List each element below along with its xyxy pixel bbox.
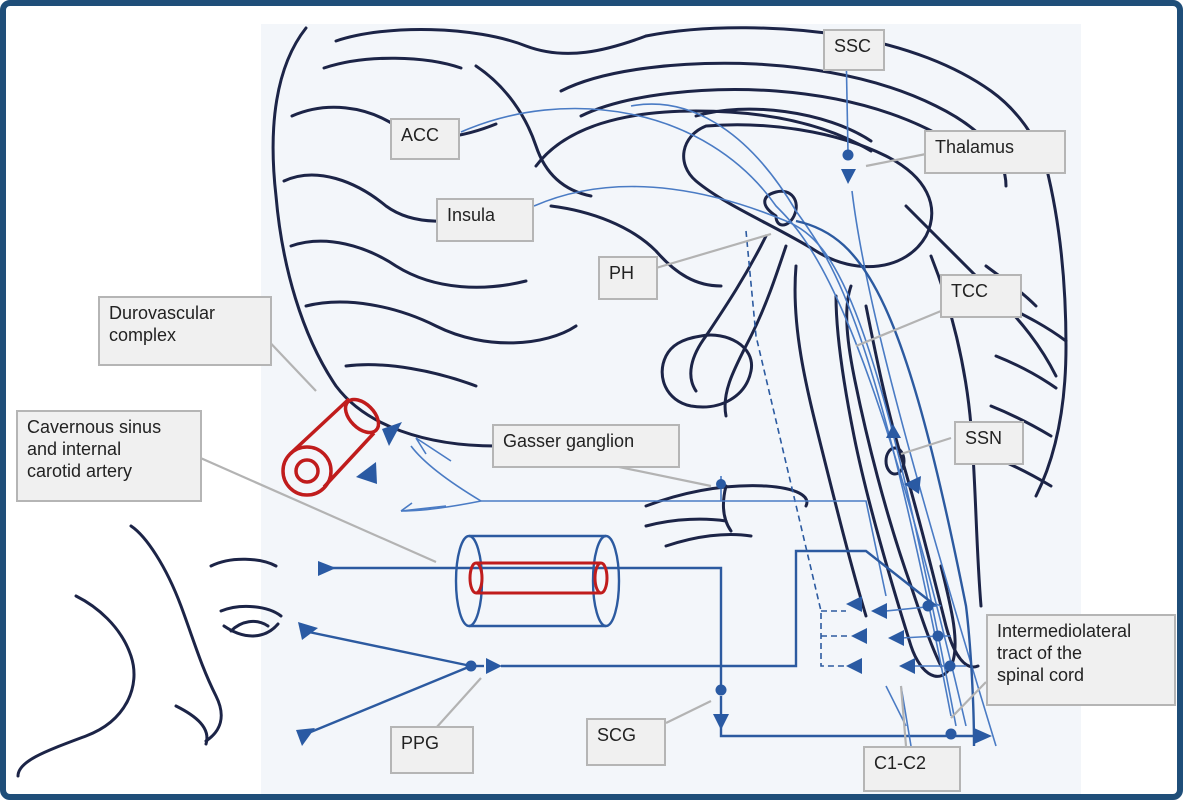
label-durovascular-line2: complex — [109, 324, 261, 346]
label-thalamus: Thalamus — [924, 130, 1066, 174]
label-durovascular-complex: Durovascular complex — [98, 296, 272, 366]
synapse-dot — [946, 729, 957, 740]
label-ssn: SSN — [954, 421, 1024, 465]
synapse-dot — [945, 661, 956, 672]
label-ph-text: PH — [609, 262, 647, 284]
label-c1-c2: C1-C2 — [863, 746, 961, 792]
synapse-dot — [716, 685, 727, 696]
label-durovascular-line1: Durovascular — [109, 302, 261, 324]
label-intermedio-line1: Intermediolateral — [997, 620, 1165, 642]
label-ssn-text: SSN — [965, 427, 1013, 449]
label-scg-text: SCG — [597, 724, 655, 746]
label-ssc-text: SSC — [834, 35, 874, 57]
label-gasser-ganglion: Gasser ganglion — [492, 424, 680, 468]
label-acc-text: ACC — [401, 124, 449, 146]
label-cavernous-line1: Cavernous sinus — [27, 416, 191, 438]
label-ssc: SSC — [823, 29, 885, 71]
label-cavernous-line3: carotid artery — [27, 460, 191, 482]
label-ph: PH — [598, 256, 658, 300]
label-ppg-text: PPG — [401, 732, 463, 754]
label-insula: Insula — [436, 198, 534, 242]
label-tcc: TCC — [940, 274, 1022, 318]
label-thalamus-text: Thalamus — [935, 136, 1055, 158]
synapse-dot — [923, 601, 934, 612]
synapse-dot — [716, 479, 726, 489]
label-ppg: PPG — [390, 726, 474, 774]
label-scg: SCG — [586, 718, 666, 766]
label-cavernous-sinus: Cavernous sinus and internal carotid art… — [16, 410, 202, 502]
label-tcc-text: TCC — [951, 280, 1011, 302]
label-intermedio-line2: tract of the — [997, 642, 1165, 664]
label-gasser-text: Gasser ganglion — [503, 430, 669, 452]
synapse-dot — [466, 661, 477, 672]
synapse-dot — [843, 150, 854, 161]
synapse-dot — [933, 631, 944, 642]
label-intermedio-line3: spinal cord — [997, 664, 1165, 686]
label-intermediolateral-tract: Intermediolateral tract of the spinal co… — [986, 614, 1176, 706]
label-cavernous-line2: and internal — [27, 438, 191, 460]
label-c1c2-text: C1-C2 — [874, 752, 950, 774]
label-acc: ACC — [390, 118, 460, 160]
label-insula-text: Insula — [447, 204, 523, 226]
